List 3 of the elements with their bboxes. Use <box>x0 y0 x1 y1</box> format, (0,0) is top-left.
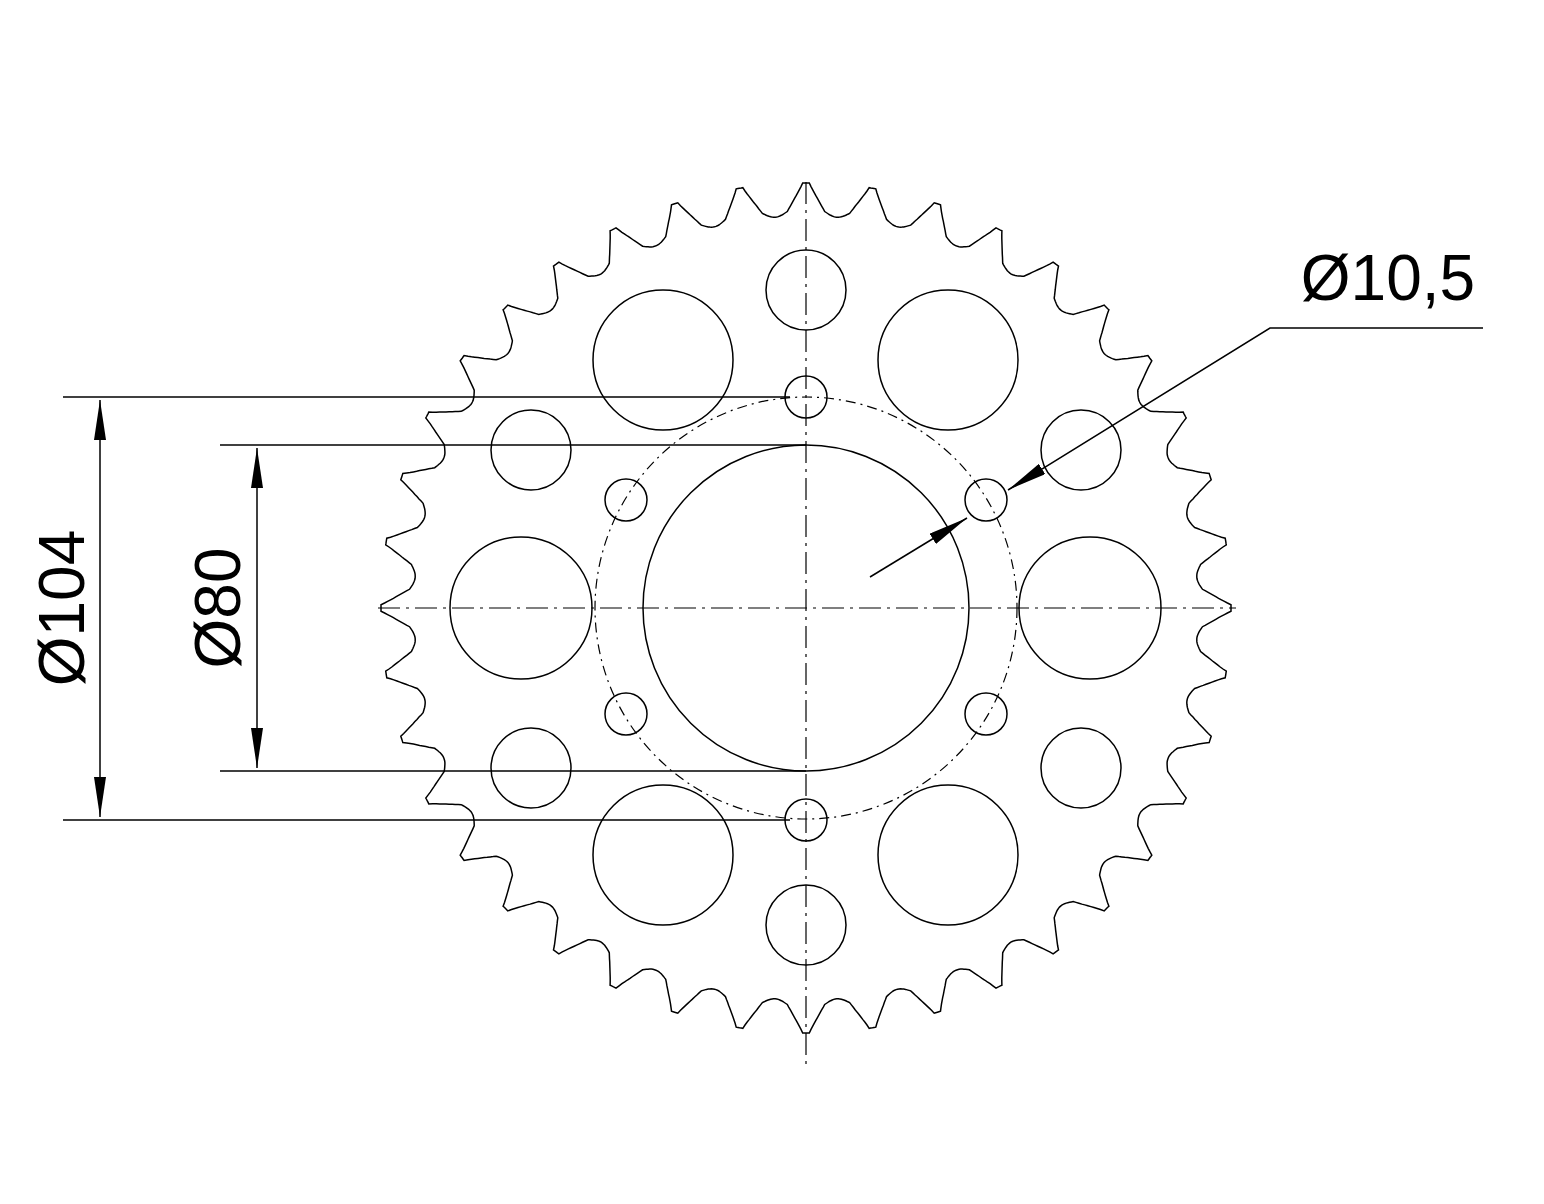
dimension-label: Ø104 <box>30 529 94 687</box>
dimension-label: Ø80 <box>186 547 250 669</box>
dimension-label: Ø10,5 <box>1300 246 1476 310</box>
